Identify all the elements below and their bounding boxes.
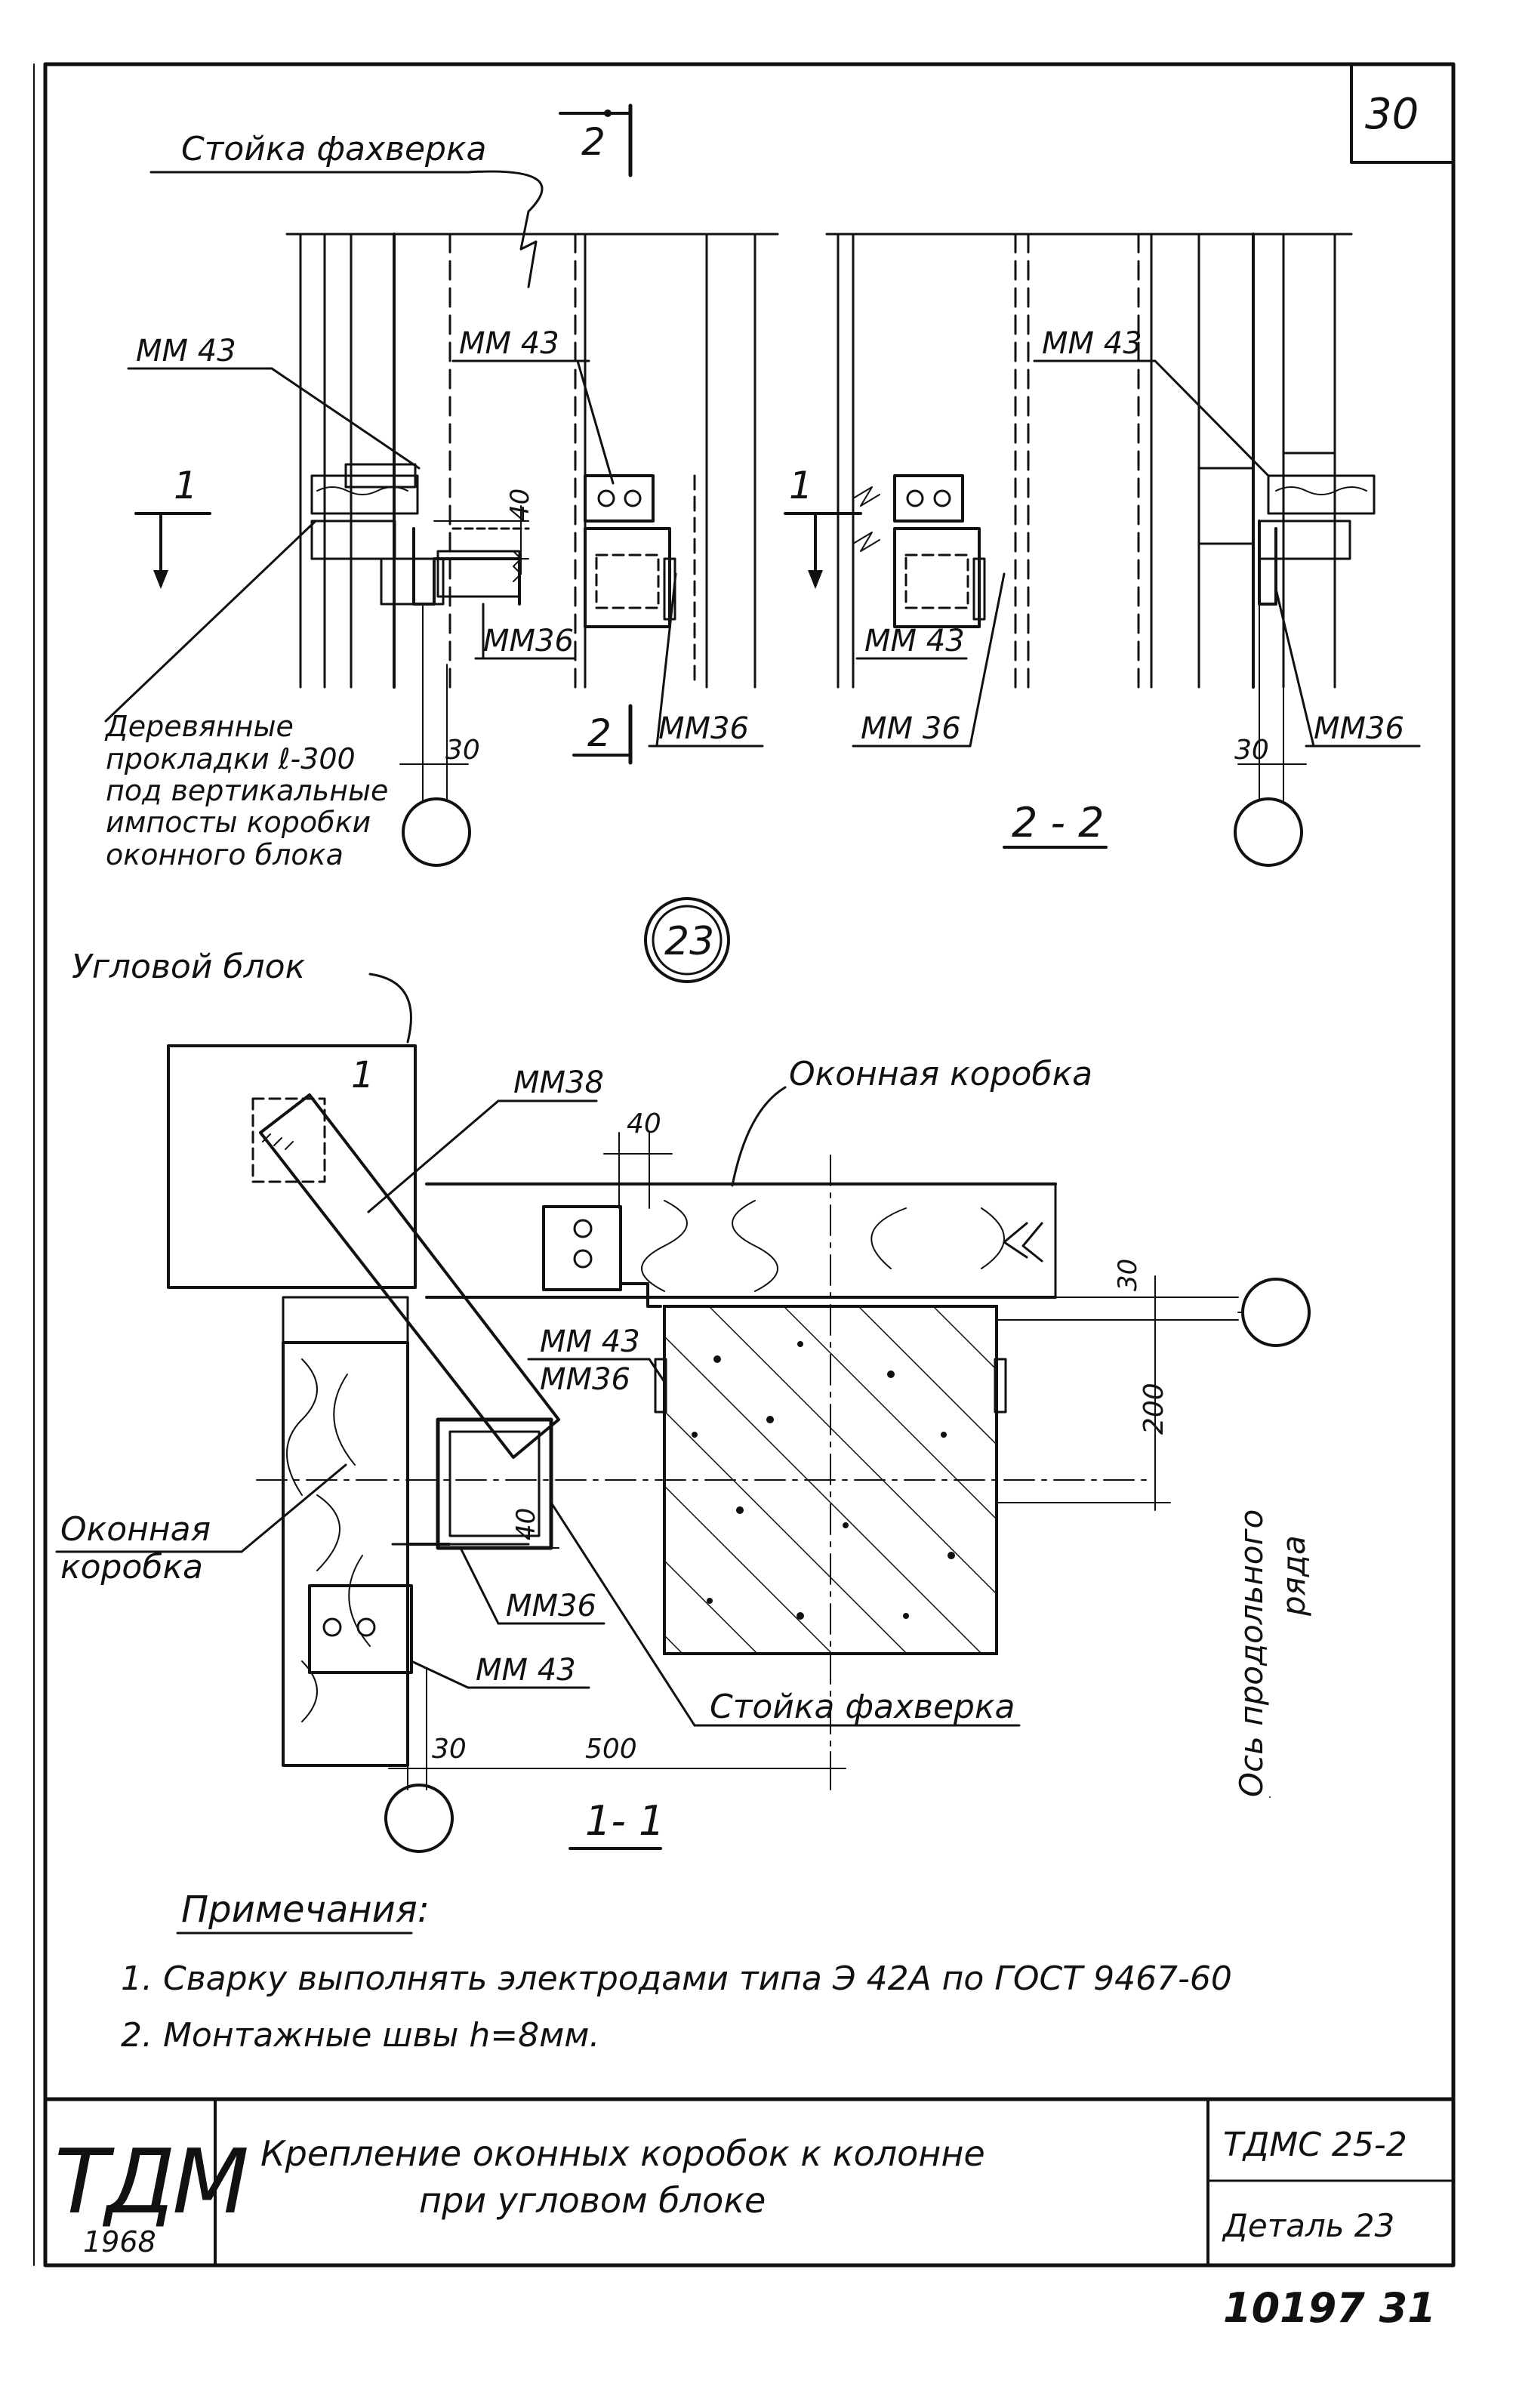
label-mm36-f: ММ36 (506, 1589, 596, 1623)
wood-note-3: под вертикальные (106, 774, 388, 807)
view-2-2-right: ММ 43 ММ 43 ММ 36 ММ36 1 2 - 2 30 (784, 233, 1421, 867)
logo: ТДМ (54, 2129, 247, 2234)
label-stoyka-top: Стойка фахверка (181, 130, 487, 168)
label-mm36-e: ММ36 (540, 1362, 630, 1397)
dim-200: 200 (1139, 1383, 1169, 1435)
label-mm36-c: ММ 36 (861, 711, 961, 746)
doc-title-line1: Крепление оконных коробок к колонне (260, 2133, 985, 2174)
notes: Примечания: 1. Сварку выполнять электрод… (121, 1888, 1232, 2055)
doc-code: ТДМС 25-2 (1223, 2126, 1407, 2164)
wood-note-2: прокладки ℓ-300 (106, 742, 356, 775)
label-stoyka-bottom: Стойка фахверка (710, 1688, 1015, 1726)
note-item-1: 1. Сварку выполнять электродами типа Э 4… (121, 1959, 1232, 1998)
detail-marker: 23 (644, 897, 730, 983)
wood-note-1: Деревянные (104, 710, 294, 743)
detail-number: 23 (664, 919, 714, 964)
year: 1968 (83, 2225, 156, 2258)
axis-label-1: Ось продольного (1233, 1509, 1270, 1797)
plan-1-1: Угловой блок 1 (55, 948, 1312, 1853)
inventory-number: 10197 31 (1223, 2284, 1436, 2332)
section-2-2: 2 - 2 (1012, 799, 1105, 846)
label-mm43-d: ММ 43 (864, 624, 965, 658)
label-mm43-b: ММ 43 (459, 326, 559, 361)
section-mark-2-bottom: 2 (587, 711, 612, 755)
dim-30-plan-bottom: 30 (432, 1734, 467, 1765)
doc-detail: Деталь 23 (1222, 2207, 1394, 2244)
note-item-2: 2. Монтажные швы h=8мм. (121, 2016, 599, 2055)
label-window-box-left-1: Оконная (60, 1510, 211, 1549)
wood-note-4: импосты коробки (106, 806, 371, 839)
dim-40-top: 40 (505, 489, 535, 521)
section-mark-1-left: 1 (174, 464, 198, 507)
section-1-1: 1- 1 (585, 1797, 664, 1845)
label-mm43-e: ММ 43 (540, 1324, 640, 1359)
title-block: ТДМ 1968 Крепление оконных коробок к кол… (43, 2097, 1456, 2332)
label-mm38: ММ38 (513, 1065, 604, 1100)
dim-30-top-left: 30 (445, 735, 480, 766)
sheet-number: 30 (1365, 90, 1419, 139)
dim-30-plan-right: 30 (1113, 1259, 1143, 1291)
dim-500: 500 (585, 1734, 637, 1765)
section-mark-1-right: 1 (789, 464, 813, 507)
label-window-box-left-2: коробка (60, 1548, 203, 1586)
dim-30-top-right: 30 (1234, 735, 1269, 766)
notes-heading: Примечания: (181, 1888, 430, 1931)
view-2-left: Стойка фахверка ММ 43 ММ 43 ММ36 ММ36 40… (104, 103, 779, 871)
doc-title-line2: при угловом блоке (419, 2180, 766, 2221)
wood-note-5: оконного блока (106, 838, 344, 871)
sheet-frame: 30 (33, 62, 1456, 2268)
label-mm36-b: ММ36 (658, 711, 749, 746)
leader-1: 1 (351, 1054, 374, 1096)
label-mm36-d: ММ36 (1314, 711, 1404, 746)
concrete-dots (692, 1341, 955, 1620)
axis-label-2: ряда (1275, 1535, 1312, 1617)
label-corner-block: Угловой блок (72, 948, 306, 986)
dim-40-plan-low: 40 (511, 1508, 541, 1540)
dim-40-plan: 40 (627, 1108, 661, 1139)
label-mm43-c: ММ 43 (1042, 326, 1142, 361)
label-mm43-f: ММ 43 (476, 1653, 576, 1688)
label-window-box-top: Оконная коробка (789, 1055, 1092, 1093)
label-mm36-a: ММ36 (483, 624, 574, 658)
label-mm43-a: ММ 43 (136, 334, 236, 368)
section-mark-2-top: 2 (581, 120, 605, 164)
